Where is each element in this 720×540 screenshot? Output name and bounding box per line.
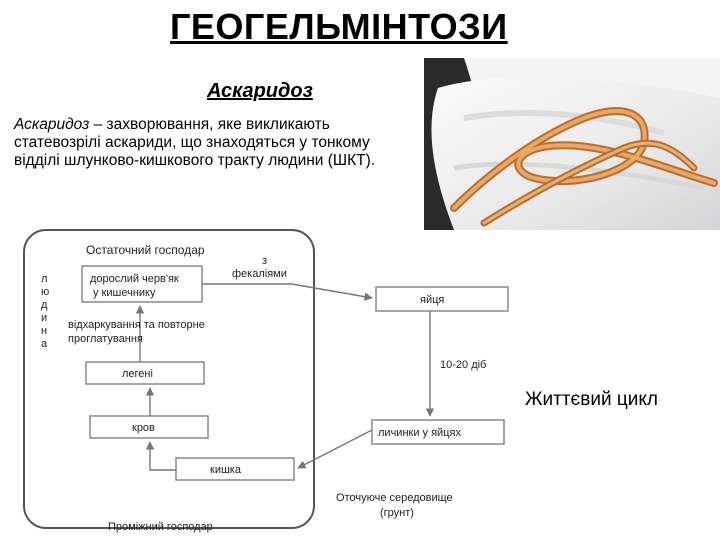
eggs-label: яйця [420, 294, 444, 306]
feces-label-1: з [262, 255, 267, 267]
human-letter-1: л [41, 273, 47, 285]
roundworm-photo [424, 58, 720, 230]
description: Аскаридоз – захворювання, яке викликають… [14, 116, 419, 170]
adult-worm-label-1: дорослий черв'як [90, 273, 179, 285]
feces-label-2: фекаліями [232, 268, 287, 280]
definitive-host-label: Остаточний господар [86, 243, 205, 257]
intestine-label: кишка [210, 464, 242, 476]
adult-worm-label-2: у кишечнику [93, 287, 156, 299]
arrow-larvae-to-intestine [298, 430, 372, 468]
lifecycle-diagram: Остаточний господар л ю д и н а з фекалі… [0, 220, 720, 540]
environment-label-1: Оточуюче середовище [336, 492, 453, 504]
human-letter-2: ю [41, 286, 49, 298]
intermediate-host-label: Проміжний господар [108, 521, 213, 533]
blood-label: кров [132, 422, 155, 434]
days-label: 10-20 діб [440, 359, 486, 371]
arrow-intestine-to-blood [150, 442, 176, 470]
human-letter-3: д [41, 299, 48, 311]
human-letter-6: а [41, 338, 48, 350]
lungs-label: легені [122, 368, 153, 380]
subtitle: Аскаридоз [207, 80, 313, 103]
larvae-label: личинки у яйцях [378, 427, 461, 439]
human-letter-4: и [41, 312, 47, 324]
page-title: ГЕОГЕЛЬМІНТОЗИ [170, 6, 508, 48]
environment-label-2: (грунт) [380, 507, 414, 519]
description-term: Аскаридоз [14, 116, 89, 133]
arrow-adult-to-eggs [202, 284, 372, 298]
cough-label-2: проглатування [68, 333, 143, 345]
human-letter-5: н [41, 325, 47, 337]
cough-label-1: відхаркування та повторне [68, 319, 205, 331]
lifecycle-caption: Життєвий цикл [525, 389, 658, 411]
